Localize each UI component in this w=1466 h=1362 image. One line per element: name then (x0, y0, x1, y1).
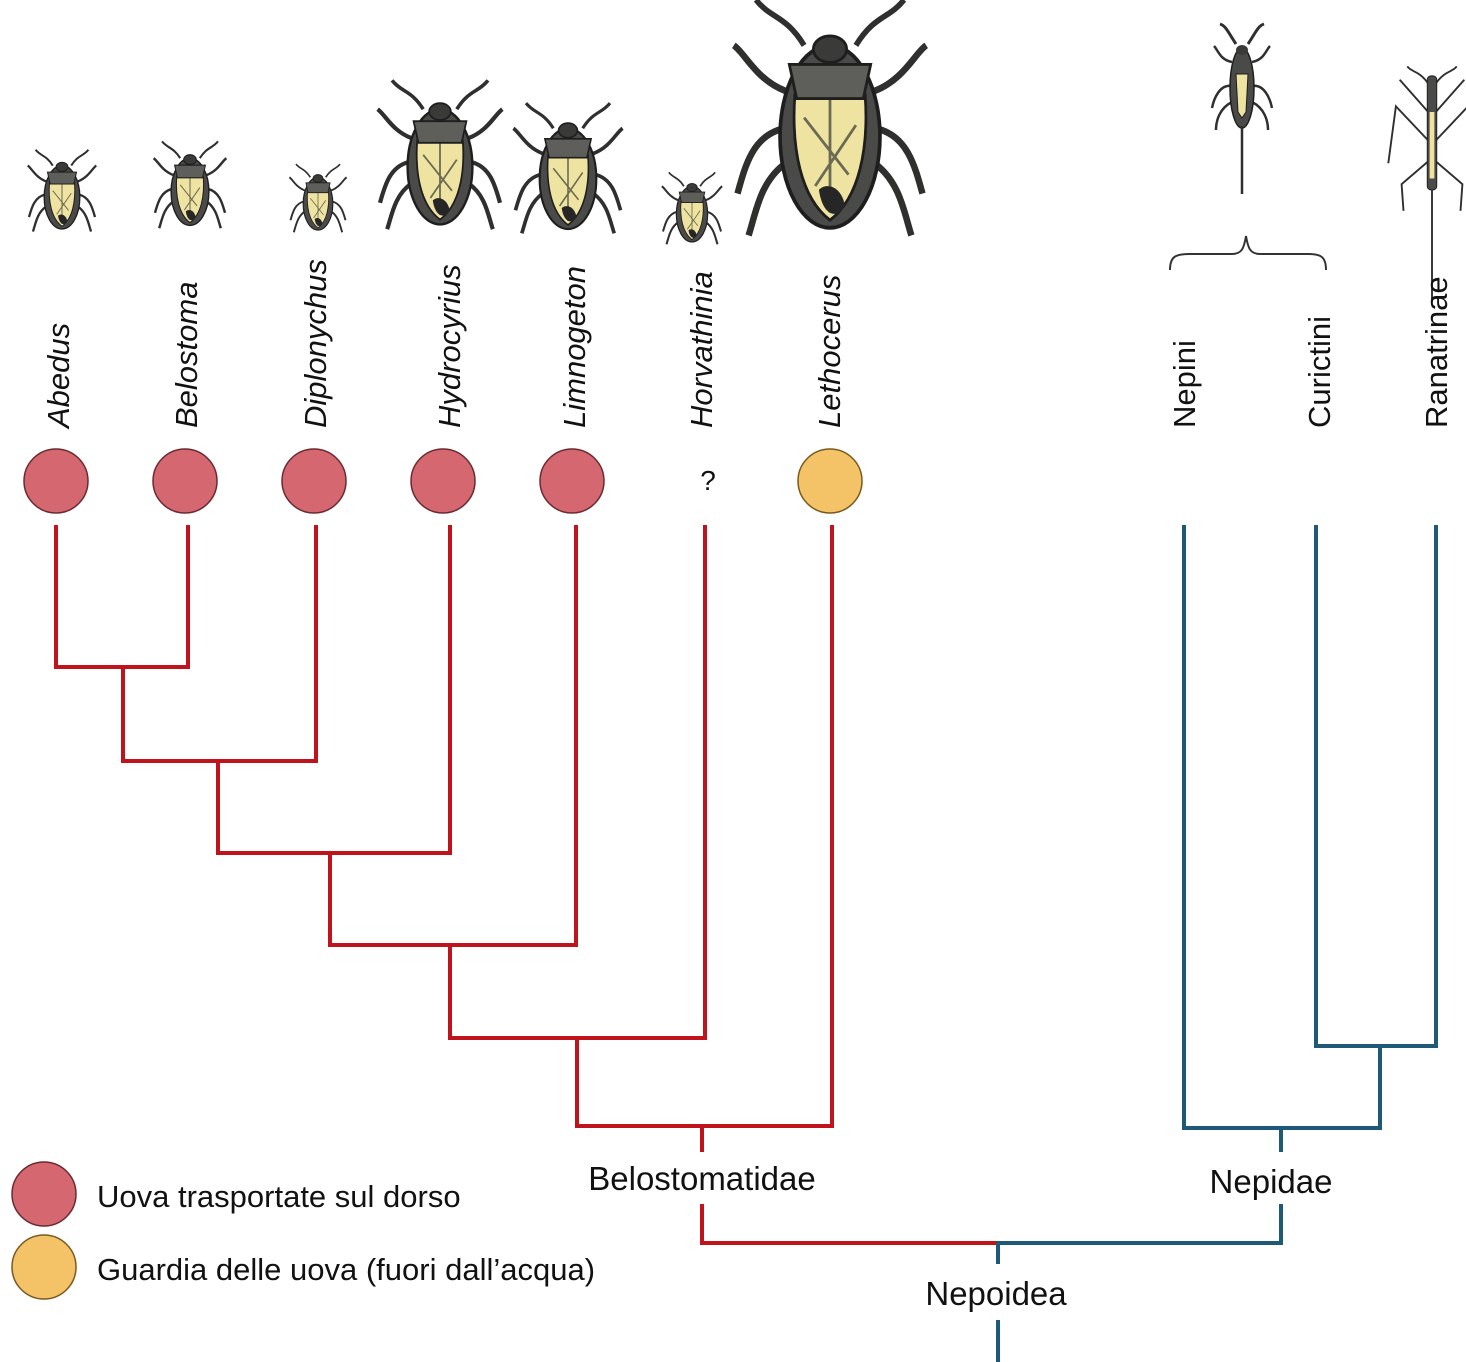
legend-label: Uova trasportate sul dorso (97, 1179, 461, 1214)
stick-insect-icon (1388, 66, 1466, 302)
water-scorpion-icon (1212, 24, 1272, 194)
water-bug-icon (28, 150, 97, 232)
water-bug-icon (513, 103, 622, 233)
tree-branch (123, 527, 316, 761)
group-brace (1170, 236, 1326, 270)
taxon-label: Abedus (41, 323, 76, 430)
taxon-label: Lethocerus (812, 275, 847, 428)
dorsal-egg-marker (24, 449, 88, 513)
group-label: Curictini (1302, 316, 1337, 428)
dorsal-egg-marker (411, 449, 475, 513)
taxon-label: Hydrocyrius (432, 264, 467, 428)
dorsal-egg-marker (282, 449, 346, 513)
water-bug-icon (154, 141, 227, 228)
group-label: Nepini (1167, 340, 1202, 428)
tree-branch (998, 1206, 1281, 1243)
tree-branch (702, 1206, 998, 1243)
nepidae-tree (998, 527, 1436, 1360)
water-bug-icon (378, 80, 503, 229)
clade-label-belostomatidae: Belostomatidae (588, 1160, 815, 1197)
legend: Uova trasportate sul dorso Guardia delle… (12, 1162, 595, 1299)
legend-label: Guardia delle uova (fuori dall’acqua) (97, 1252, 595, 1287)
clade-label-nepoidea: Nepoidea (925, 1275, 1067, 1312)
water-bug-icon (662, 172, 722, 244)
taxon-labels: Abedus Belostoma Diplonychus Hydrocyrius… (41, 259, 1454, 430)
water-bug-icon (289, 164, 346, 232)
dorsal-egg-marker (153, 449, 217, 513)
tree-branch (218, 527, 450, 853)
insect-illustrations (28, 0, 1466, 302)
taxon-label: Limnogeton (557, 266, 592, 428)
legend-swatch-egg-guarding (12, 1235, 76, 1299)
taxon-label: Diplonychus (298, 259, 333, 428)
dorsal-egg-marker (540, 449, 604, 513)
belostomatidae-tree (56, 527, 998, 1243)
tree-branch (1184, 527, 1380, 1128)
tree-branch (1316, 527, 1436, 1046)
trait-markers: ? (24, 449, 862, 513)
tree-branch (330, 527, 576, 945)
egg-guarding-marker (798, 449, 862, 513)
taxon-label: Belostoma (169, 282, 204, 428)
legend-swatch-dorsal-egg (12, 1162, 76, 1226)
unknown-trait-marker: ? (700, 465, 716, 496)
taxon-label: Horvathinia (684, 271, 719, 428)
group-label: Ranatrinae (1419, 276, 1454, 428)
clade-label-nepidae: Nepidae (1210, 1163, 1333, 1200)
tree-branch (56, 527, 188, 667)
water-bug-icon (734, 0, 926, 235)
